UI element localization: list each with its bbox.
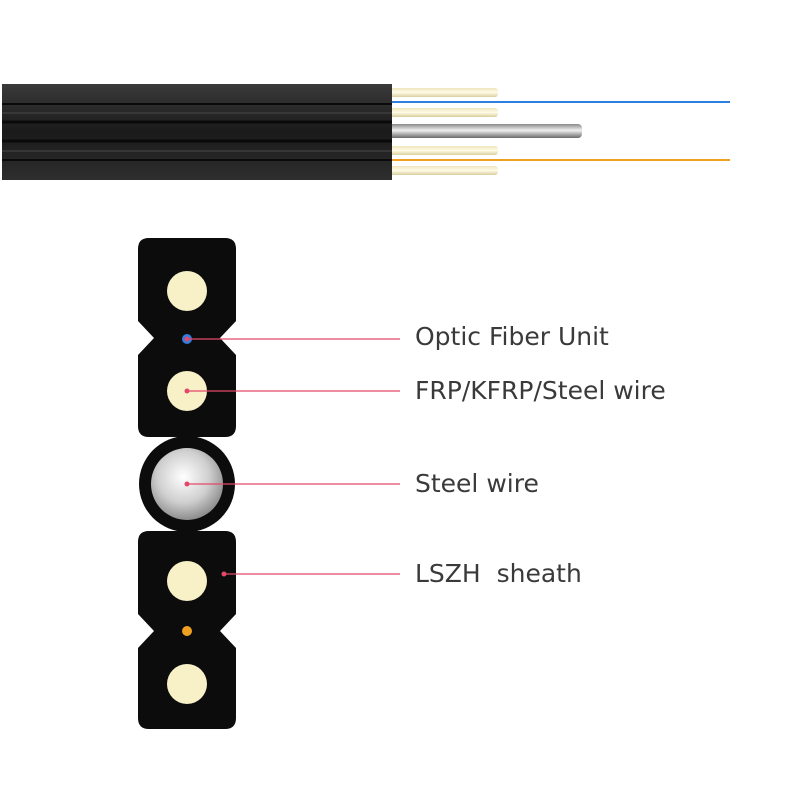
leader-dots (184, 336, 227, 577)
optic-fiber-orange (182, 626, 192, 636)
frp-strand-3 (388, 146, 498, 155)
frp-strand-2 (388, 108, 498, 117)
label-optic-fiber-unit: Optic Fiber Unit (415, 322, 609, 351)
frp-strand-1 (388, 88, 498, 97)
cable-cross-section (138, 238, 236, 729)
label-frp-steel-wire: FRP/KFRP/Steel wire (415, 376, 666, 405)
steel-wire-strand (388, 124, 582, 138)
label-steel-wire: Steel wire (415, 469, 539, 498)
frp-strand-4 (388, 166, 498, 175)
frp-element-1 (167, 271, 207, 311)
frp-element-4 (167, 664, 207, 704)
frp-element-3 (167, 561, 207, 601)
cable-side-view (2, 84, 730, 180)
leader-lines (187, 338, 400, 575)
label-lszh-sheath: LSZH sheath (415, 559, 582, 588)
sheath-body (2, 84, 392, 180)
